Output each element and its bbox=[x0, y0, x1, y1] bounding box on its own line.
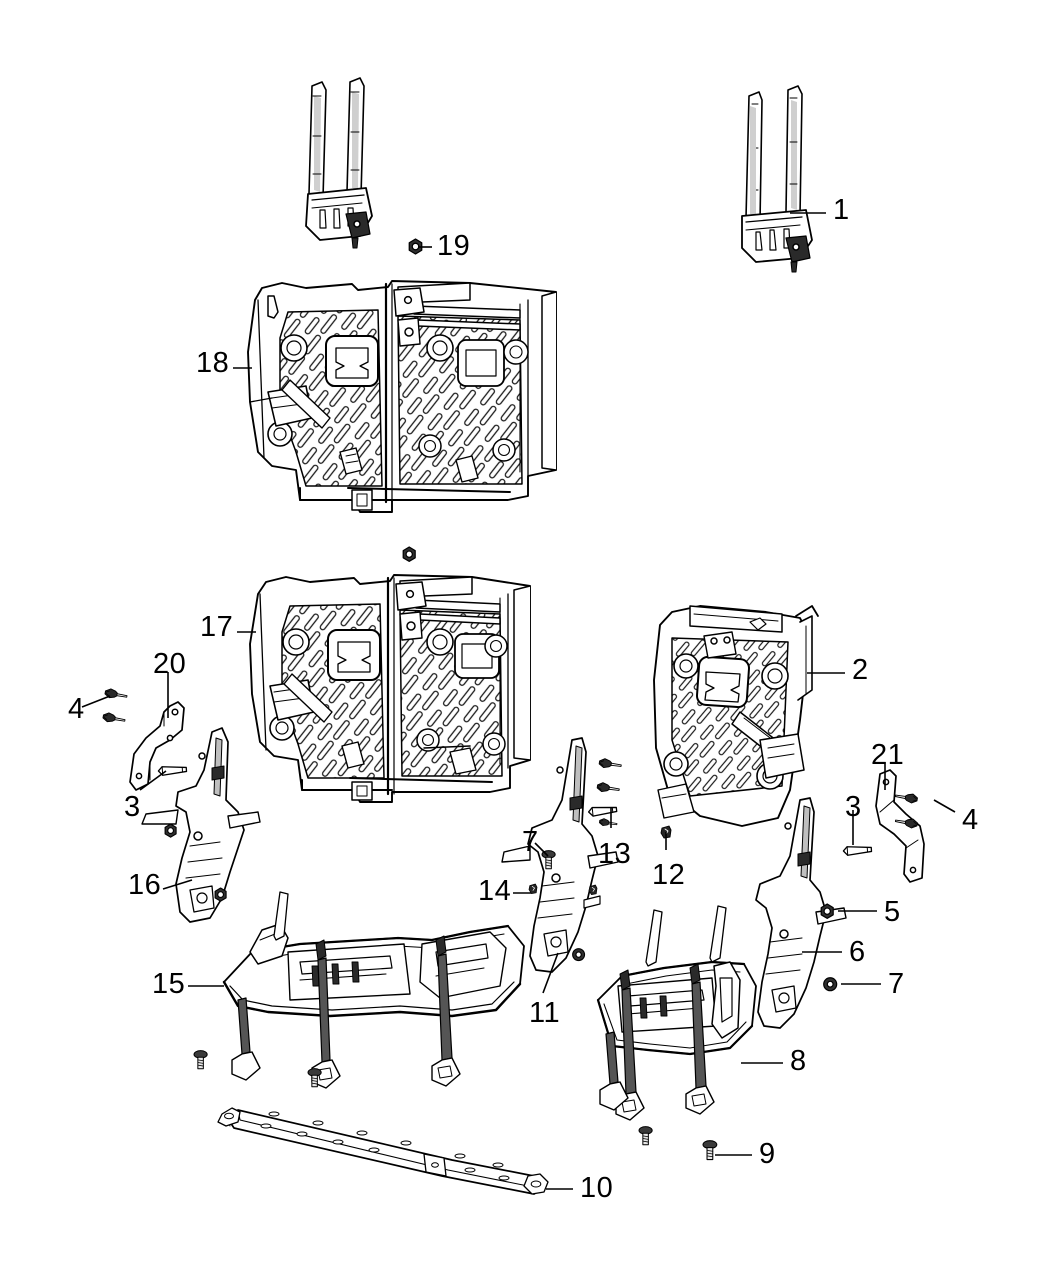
fastener-bolt-15-left bbox=[193, 1049, 209, 1070]
part-9-bolt bbox=[702, 1139, 718, 1161]
part-3-pin-left bbox=[157, 764, 188, 777]
callout-number-13: 13 bbox=[598, 838, 632, 870]
fastener-nut-above-17 bbox=[402, 546, 417, 563]
callout-number-5: 5 bbox=[884, 896, 901, 928]
callout-number-16: 16 bbox=[128, 869, 162, 901]
callout-number-10: 10 bbox=[580, 1172, 614, 1204]
callout-number-7: 7 bbox=[888, 968, 905, 1000]
part-1-head-restraint-right bbox=[741, 85, 813, 273]
fastener-nut-left-riser-bottom bbox=[214, 887, 227, 903]
fastener-bolt-8-left bbox=[638, 1125, 654, 1146]
part-16-recliner-riser-left bbox=[141, 727, 261, 923]
part-2-seat-back-frame-right bbox=[653, 605, 819, 827]
part-5-nut bbox=[820, 903, 835, 920]
callout-number-9: 9 bbox=[759, 1138, 776, 1170]
callout-number-8: 8 bbox=[790, 1045, 807, 1077]
head-restraint-left bbox=[305, 77, 373, 249]
part-15-seat-cushion-frame-left bbox=[222, 891, 525, 1089]
callout-number-21: 21 bbox=[871, 739, 905, 771]
part-7-nut-right bbox=[822, 976, 838, 992]
callout-number-6: 6 bbox=[849, 936, 866, 968]
callout-number-20: 20 bbox=[153, 648, 187, 680]
callout-number-2: 2 bbox=[852, 654, 869, 686]
callout-number-14: 14 bbox=[478, 875, 512, 907]
callout-number-17: 17 bbox=[200, 611, 234, 643]
callout-number-3: 3 bbox=[124, 791, 141, 823]
callout-number-12: 12 bbox=[652, 859, 686, 891]
part-14-clip-small bbox=[528, 883, 538, 895]
callout-number-4: 4 bbox=[68, 693, 85, 725]
part-12-clip bbox=[660, 825, 672, 839]
part-20-bracket-latch-left bbox=[129, 701, 185, 791]
part-10-cross-rail bbox=[217, 1107, 549, 1195]
part-11-recliner-riser-center bbox=[501, 737, 619, 973]
part-21-bracket-latch-right bbox=[875, 769, 925, 883]
fastener-nut-center-riser bbox=[571, 947, 586, 962]
fastener-nut-left-riser-top bbox=[164, 823, 177, 839]
part-4-screws-left bbox=[101, 687, 129, 726]
fastener-clip-extra bbox=[588, 884, 598, 896]
callout-number-19: 19 bbox=[437, 230, 471, 262]
part-3-pin-right bbox=[842, 844, 873, 857]
part-13-screw-set bbox=[587, 757, 623, 829]
callout-number-3: 3 bbox=[845, 791, 862, 823]
callout-number-18: 18 bbox=[196, 347, 230, 379]
callout-number-1: 1 bbox=[833, 194, 850, 226]
callout-number-11: 11 bbox=[529, 997, 561, 1029]
callout-number-7: 7 bbox=[522, 826, 539, 858]
part-8-seat-cushion-frame-right bbox=[596, 905, 757, 1121]
part-17-seat-back-frame-center bbox=[249, 574, 531, 803]
part-18-seat-back-frame-left bbox=[247, 280, 557, 513]
callout-number-4: 4 bbox=[962, 804, 979, 836]
part-19-nut bbox=[408, 238, 423, 255]
callout-number-15: 15 bbox=[152, 968, 186, 1000]
